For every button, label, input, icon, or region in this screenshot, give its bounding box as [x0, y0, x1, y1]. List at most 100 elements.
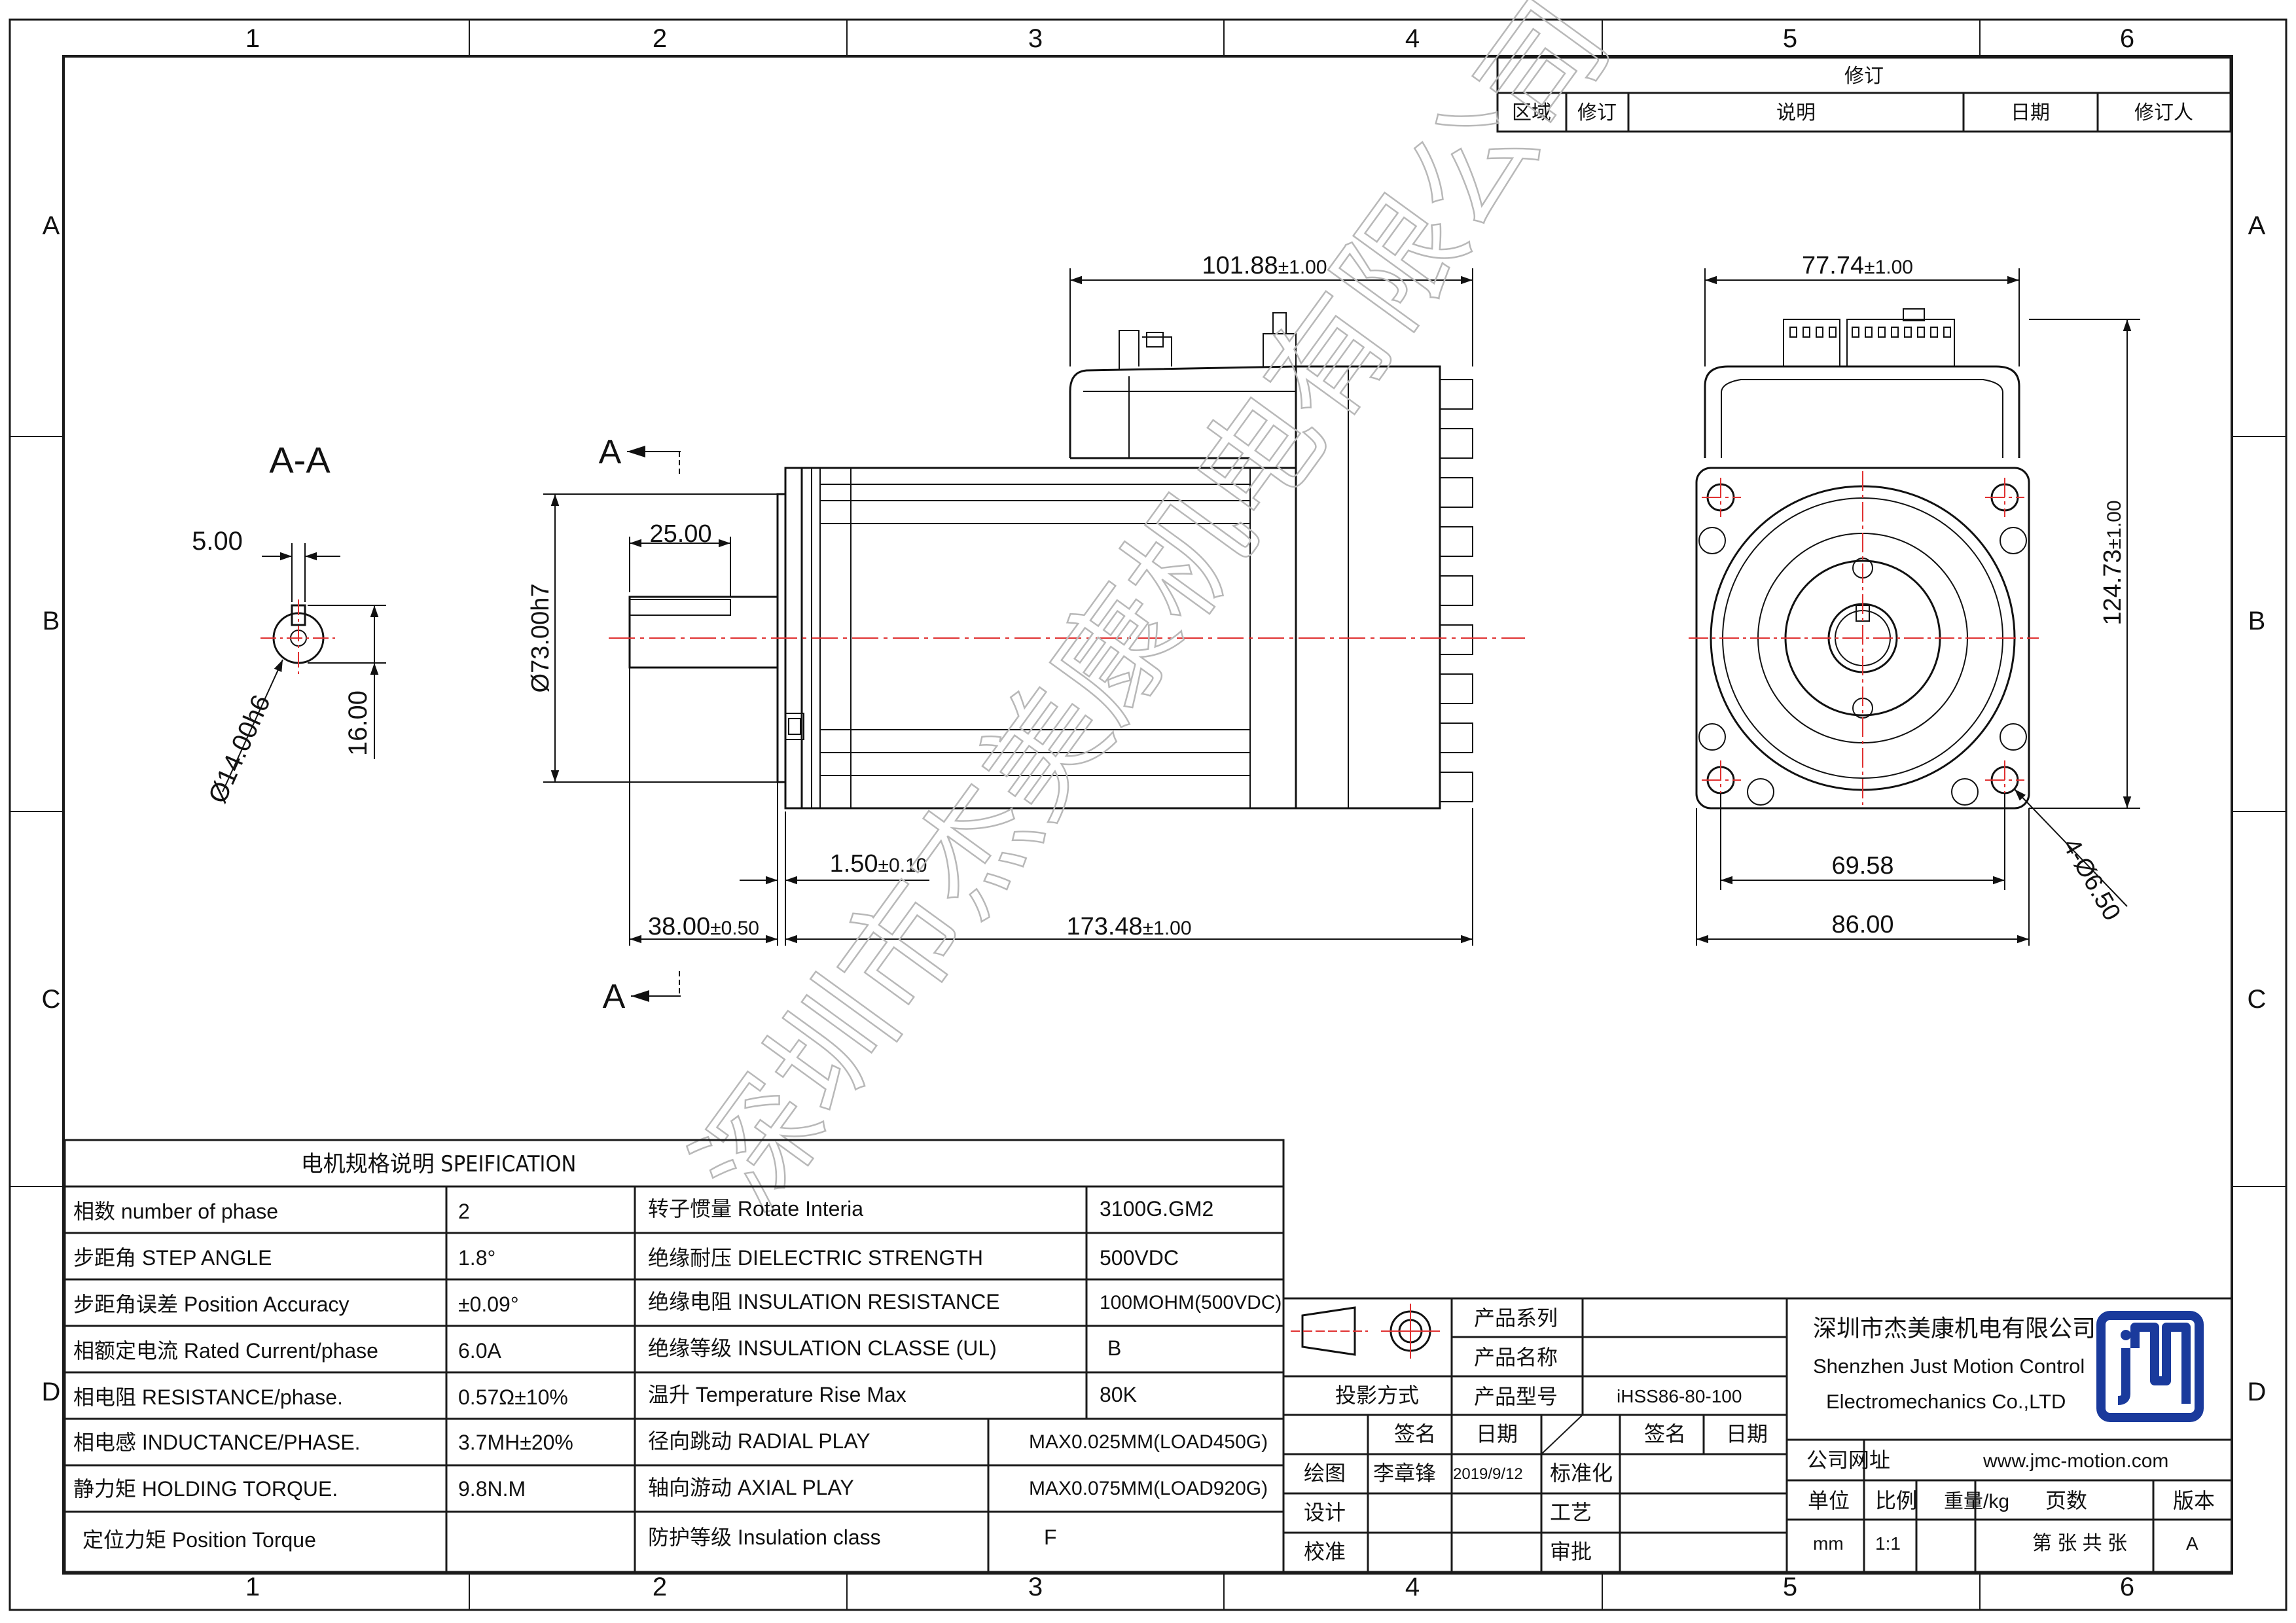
section-marker: A: [599, 433, 622, 471]
zone-labels: 1 2 3 4 5 6 1 2 3 4 5 6 A B C D A B C D: [42, 24, 2267, 1601]
col-label: 6: [2120, 1573, 2134, 1601]
standard-label: 标准化: [1550, 1461, 1613, 1485]
spec-value: MAX0.025MM(LOAD450G): [1029, 1431, 1268, 1453]
spec-value: 80K: [1100, 1383, 1137, 1406]
side-view: A A: [527, 252, 1525, 1016]
flange-width-dim: 86.00: [1831, 911, 1893, 938]
spec-label: 相额定电流 Rated Current/phase: [73, 1339, 378, 1363]
spec-label: 步距角 STEP ANGLE: [73, 1246, 272, 1270]
product-name-label: 产品名称: [1474, 1346, 1558, 1369]
col-label: 3: [1028, 1573, 1043, 1601]
row-label: B: [43, 607, 60, 635]
key-length-dim: 25.00: [649, 520, 711, 548]
company-name-en-2: Electromechanics Co.,LTD: [1826, 1390, 2066, 1413]
shaft-length-dim: 38.00±0.50: [648, 913, 759, 940]
website: www.jmc-motion.com: [1982, 1450, 2168, 1472]
spec-value: 9.8N.M: [458, 1477, 526, 1501]
spec-value: 3.7MH±20%: [458, 1431, 573, 1454]
row-label: B: [2248, 607, 2266, 635]
projection-label: 投影方式: [1335, 1383, 1419, 1407]
spec-label: 静力矩 HOLDING TORQUE.: [73, 1477, 338, 1501]
flange-thickness-dim: 1.50±0.10: [830, 850, 927, 878]
version-label: 版本: [2173, 1489, 2215, 1512]
revision-header: 区域: [1512, 102, 1551, 124]
spec-value: MAX0.075MM(LOAD920G): [1029, 1478, 1268, 1499]
spec-value: 500VDC: [1100, 1246, 1179, 1270]
total-height-dim: 124.73±1.00: [2099, 500, 2126, 625]
spec-value: 2: [458, 1200, 470, 1223]
drawn-label: 绘图: [1304, 1461, 1346, 1485]
spec-label: 径向跳动 RADIAL PLAY: [648, 1429, 870, 1453]
spec-table-title: 电机规格说明 SPEIFICATION: [301, 1151, 577, 1177]
pages-value: 第 张 共 张: [2032, 1533, 2127, 1554]
row-label: D: [2248, 1378, 2267, 1406]
spec-value: 3100G.GM2: [1100, 1197, 1213, 1221]
flange-diameter-dim: Ø73.00h7: [527, 584, 554, 693]
revision-header: 日期: [2011, 102, 2050, 124]
title-block: 投影方式 产品系列 产品名称 产品型号 iHSS86-80-100 签名 日期 …: [1282, 1297, 2233, 1573]
sign-label: 签名: [1644, 1422, 1686, 1446]
spec-value: B: [1107, 1336, 1121, 1360]
keyway-width-dim: 5.00: [192, 527, 243, 556]
scale-value: 1:1: [1875, 1533, 1901, 1554]
spec-label: 定位力矩 Position Torque: [82, 1528, 316, 1552]
spec-value: 1.8°: [458, 1246, 495, 1270]
hole-spacing-dim: 69.58: [1831, 852, 1893, 880]
unit-label: 单位: [1808, 1489, 1850, 1512]
col-label: 6: [2120, 24, 2134, 53]
section-marker: A: [603, 978, 626, 1016]
pages-label: 页数: [2045, 1489, 2087, 1512]
row-label: A: [43, 211, 60, 240]
spec-value: 6.0A: [458, 1339, 501, 1363]
spec-label: 绝缘电阻 INSULATION RESISTANCE: [648, 1290, 1000, 1313]
projection-symbol: [1291, 1304, 1440, 1359]
revision-header: 修订: [1577, 102, 1617, 124]
company-logo: [2096, 1311, 2204, 1422]
body-length-dim: 173.48±1.00: [1066, 913, 1191, 940]
spec-label: 温升 Temperature Rise Max: [648, 1383, 906, 1406]
company-name-cn: 深圳市杰美康机电有限公司: [1813, 1315, 2096, 1342]
product-series-label: 产品系列: [1474, 1306, 1558, 1330]
mounting-holes-dim: 4-Ø6.50: [2057, 834, 2126, 925]
row-label: D: [42, 1378, 61, 1406]
sheet-frame: [9, 18, 2287, 1611]
section-marker-bottom: A: [603, 971, 681, 1016]
version-value: A: [2186, 1533, 2198, 1554]
spec-value: F: [1044, 1525, 1057, 1549]
revision-header: 修订人: [2134, 102, 2193, 124]
drawn-by: 李章锋: [1373, 1461, 1436, 1485]
spec-label: 相电阻 RESISTANCE/phase.: [73, 1385, 343, 1409]
spec-table: 电机规格说明 SPEIFICATION 相数 number of phase 2…: [63, 1139, 1285, 1573]
drawn-date: 2019/9/12: [1453, 1465, 1523, 1483]
spec-label: 防护等级 Insulation class: [648, 1525, 881, 1549]
section-view-a-a: A-A 5.00 16.00 Ø14.00h6: [192, 439, 386, 808]
col-label: 1: [245, 24, 260, 53]
key-height-dim: 16.00: [344, 690, 372, 756]
col-label: 1: [245, 1573, 260, 1601]
row-label: A: [2248, 211, 2266, 240]
watermark: 深圳市杰美康机电有限公司: [668, 0, 1637, 1234]
date-label: 日期: [1726, 1422, 1768, 1446]
front-view: 77.74±1.00 124.73±1.00 69.58 86.00 4-Ø6.…: [1689, 252, 2140, 946]
row-label: C: [2248, 985, 2267, 1014]
top-length-dim: 101.88±1.00: [1202, 252, 1327, 279]
spec-label: 绝缘等级 INSULATION CLASSE (UL): [648, 1336, 997, 1360]
check-label: 校准: [1304, 1540, 1346, 1563]
spec-label: 绝缘耐压 DIELECTRIC STRENGTH: [648, 1246, 983, 1270]
top-width-dim: 77.74±1.00: [1802, 252, 1913, 279]
approve-label: 审批: [1550, 1540, 1592, 1563]
website-label: 公司网址: [1806, 1448, 1890, 1472]
spec-value: 0.57Ω±10%: [458, 1385, 568, 1409]
company-name-en-1: Shenzhen Just Motion Control: [1813, 1355, 2085, 1378]
scale-label: 比例: [1875, 1489, 1917, 1512]
row-label: C: [42, 985, 61, 1014]
spec-label: 步距角误差 Position Accuracy: [73, 1293, 349, 1316]
section-view-label: A-A: [269, 439, 331, 480]
sign-label: 签名: [1394, 1422, 1436, 1446]
spec-label: 轴向游动 AXIAL PLAY: [648, 1476, 854, 1499]
date-label: 日期: [1476, 1422, 1518, 1446]
revision-header: 说明: [1776, 102, 1816, 124]
revision-block: 修订 区域 修订 说明 日期 修订人: [1496, 56, 2232, 133]
spec-label: 转子惯量 Rotate Interia: [648, 1197, 863, 1221]
